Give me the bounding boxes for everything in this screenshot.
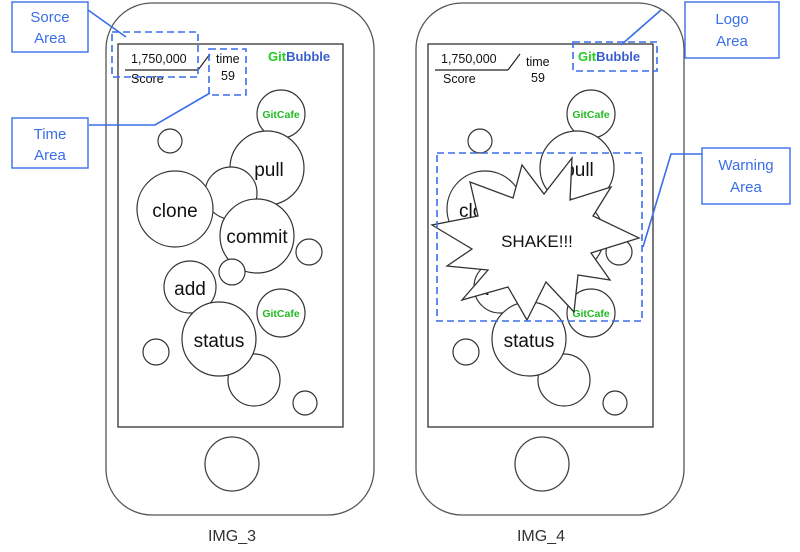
warning-area-highlight <box>436 152 643 322</box>
home-button[interactable] <box>204 436 260 492</box>
logo-area-highlight <box>572 41 658 72</box>
bubble-clone-label: clone <box>152 201 197 222</box>
bubble-gitcafe-top-label: GitCafe <box>572 109 610 121</box>
annotations <box>87 9 702 322</box>
callout-score-line1: Sorce <box>30 9 69 26</box>
hud: 1,750,000 Score time 59 GitBubble <box>125 49 330 86</box>
callout-time-line1: Time <box>34 126 67 143</box>
bubble-status-label: status <box>504 331 555 352</box>
gitbubble-logo: GitBubble <box>578 49 640 64</box>
score-slash <box>197 53 211 71</box>
bubble-small[interactable] <box>142 338 170 366</box>
bubble-add-label: add <box>174 279 206 300</box>
score-label: Score <box>131 72 164 86</box>
bubble-status-label: status <box>194 331 245 352</box>
logo-git: Git <box>268 49 287 64</box>
callout-logo-line1: Logo <box>715 11 748 28</box>
score-callout-leader <box>87 9 127 38</box>
bubble-small[interactable] <box>452 338 480 366</box>
caption-img3: IMG_3 <box>208 528 256 545</box>
callout-warning-area <box>701 147 791 205</box>
bubble-small[interactable] <box>157 128 183 154</box>
bubble-status[interactable] <box>181 301 257 377</box>
gitbubble-logo: GitBubble <box>268 49 330 64</box>
hud: 1,750,000 Score time 59 GitBubble <box>435 49 640 86</box>
time-value: 59 <box>531 71 545 85</box>
shake-warning-text: SHAKE!!! <box>501 232 573 251</box>
caption-img4: IMG_4 <box>517 528 565 545</box>
logo-git: Git <box>578 49 597 64</box>
bubble-gitcafe-bottom[interactable] <box>566 288 616 338</box>
callout-score-line2: Area <box>34 30 66 47</box>
logo-bubble: Bubble <box>596 49 640 64</box>
bubble-add[interactable] <box>163 260 217 314</box>
bubble-commit-label: commit <box>226 227 288 248</box>
score-value: 1,750,000 <box>131 52 187 66</box>
callout-boxes: Sorce Area Time Area Logo Area Warning A… <box>11 1 791 205</box>
shake-burst <box>430 155 641 322</box>
score-value: 1,750,000 <box>441 52 497 66</box>
logo-bubble: Bubble <box>286 49 330 64</box>
callout-time-area <box>11 117 89 169</box>
home-button[interactable] <box>514 436 570 492</box>
bubble-small[interactable] <box>467 128 493 154</box>
bubble-gitcafe-bottom-label: GitCafe <box>262 308 300 320</box>
callout-logo-area <box>684 1 780 59</box>
bubble-gitcafe-bottom[interactable] <box>256 288 306 338</box>
bubble-gitcafe-top-label: GitCafe <box>262 109 300 121</box>
callout-score-area <box>11 1 89 53</box>
time-label: time <box>526 55 550 69</box>
bubble-gitcafe-bottom-label: GitCafe <box>572 308 610 320</box>
time-callout-leader <box>89 92 211 126</box>
bubble-small[interactable] <box>602 390 628 416</box>
time-area-highlight <box>208 48 247 96</box>
logo-callout-leader <box>620 9 662 46</box>
callout-warning-line2: Area <box>730 179 762 196</box>
time-label: time <box>216 52 240 66</box>
callout-warning-line1: Warning <box>718 157 773 174</box>
callout-logo-line2: Area <box>716 33 748 50</box>
score-slash <box>507 53 521 71</box>
time-value: 59 <box>221 69 235 83</box>
phone-img4: 1,750,000 Score time 59 GitBubble GitCaf… <box>415 2 685 545</box>
phone-img3: 1,750,000 Score time 59 GitBubble GitCaf… <box>105 2 375 545</box>
bubble-small[interactable] <box>295 238 323 266</box>
bubble-small[interactable] <box>218 258 246 286</box>
bubble-small[interactable] <box>292 390 318 416</box>
bubble-pull-label: pull <box>254 160 284 181</box>
bubble-clone[interactable] <box>136 170 214 248</box>
bubble-commit[interactable] <box>219 198 295 274</box>
callout-time-line2: Area <box>34 147 66 164</box>
warning-callout-leader <box>642 153 702 248</box>
bubbles: GitCafe pull clone commit add GitCafe st… <box>136 89 323 416</box>
score-label: Score <box>443 72 476 86</box>
